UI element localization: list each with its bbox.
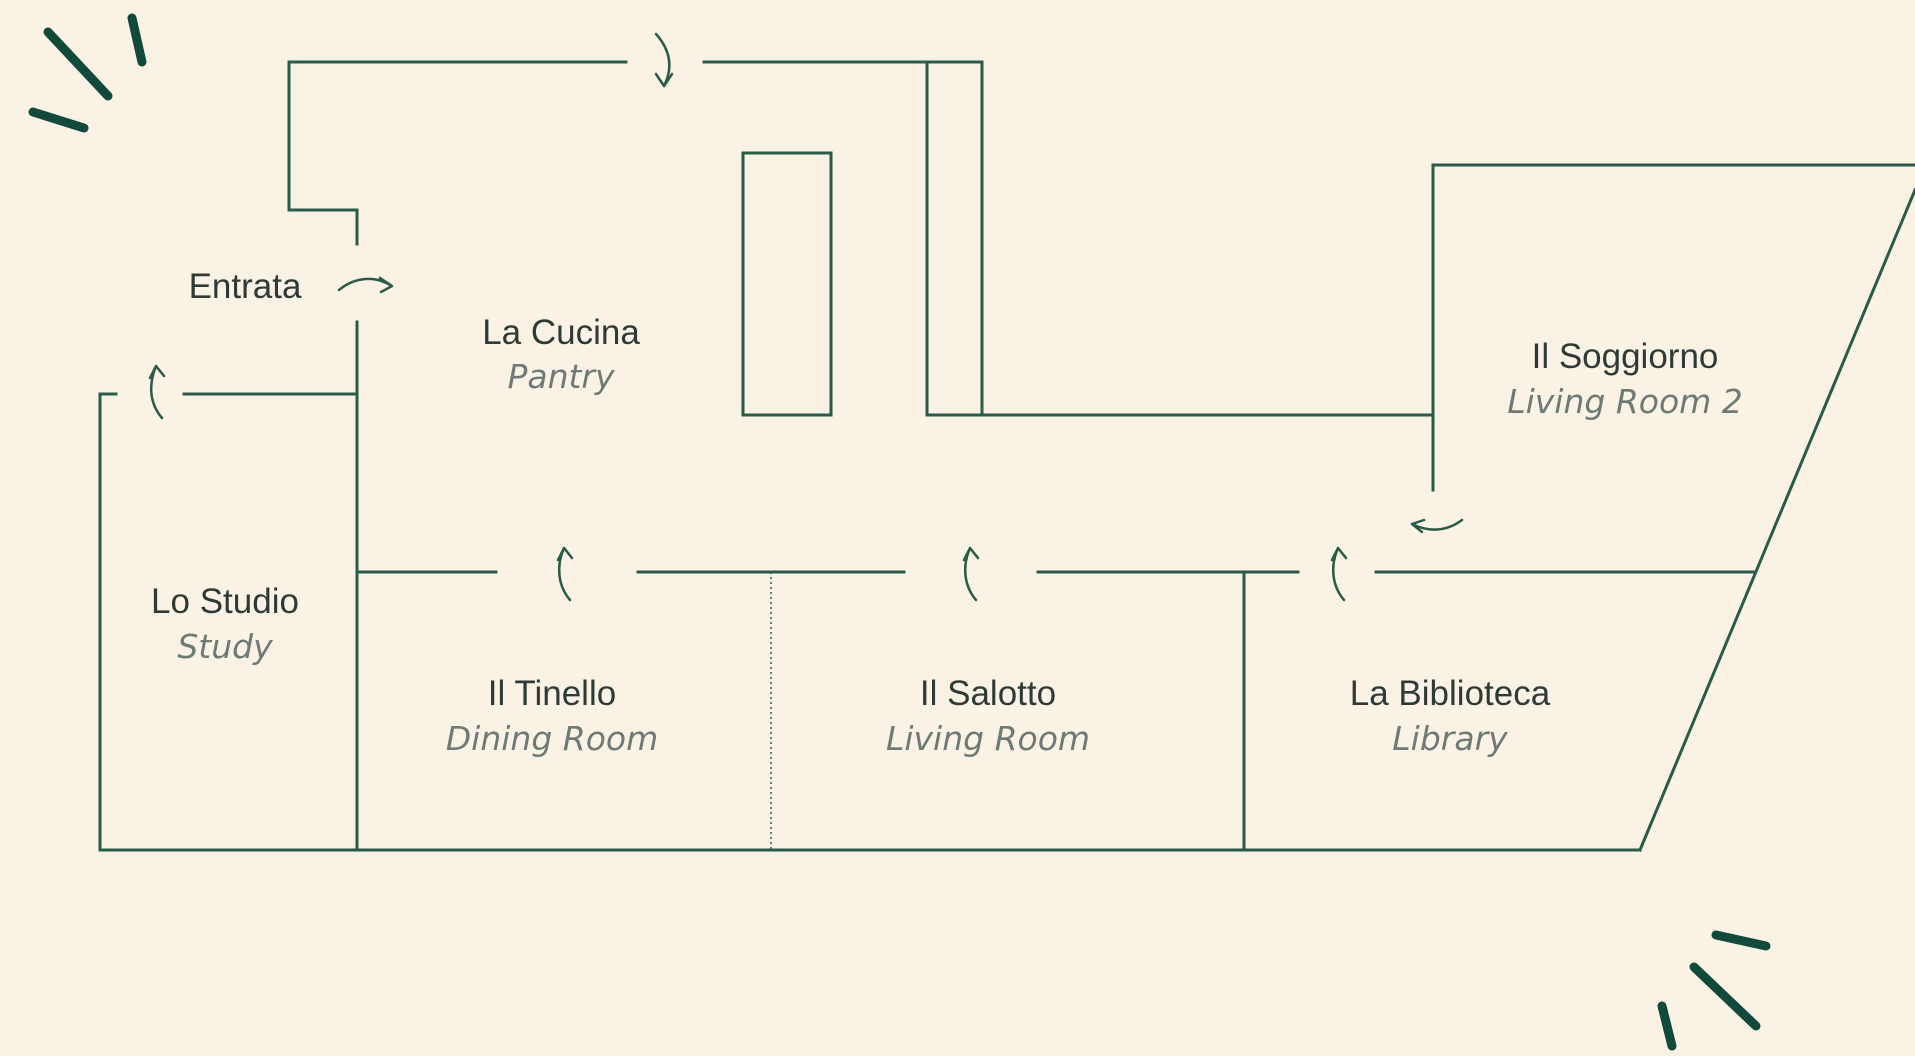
room-label-soggiorno: Il Soggiorno (1532, 337, 1719, 376)
room-sublabel-cucina: Pantry (507, 357, 615, 396)
room-sublabel-salotto: Living Room (886, 719, 1090, 758)
flourish-bottom-right (1657, 930, 1771, 1051)
door-arrow-soggiorno-icon (1410, 518, 1464, 534)
room-label-biblioteca: La Biblioteca (1350, 674, 1551, 713)
room-labels: Entrata La Cucina Pantry Il Soggiorno Li… (151, 267, 1743, 758)
room-label-studio: Lo Studio (151, 582, 299, 621)
room-label-salotto: Il Salotto (920, 674, 1056, 713)
room-label-cucina: La Cucina (482, 313, 640, 352)
room-label-entrata: Entrata (189, 267, 302, 306)
room-sublabel-studio: Study (177, 627, 273, 666)
door-arrow-study-icon (148, 364, 166, 420)
walls (98, 60, 1915, 852)
room-sublabel-soggiorno: Living Room 2 (1507, 382, 1743, 421)
door-arrow-entrata-icon (337, 276, 394, 294)
room-sublabel-tinello: Dining Room (446, 719, 658, 758)
door-arrow-library-icon (1330, 546, 1348, 602)
door-arrow-dining-icon (556, 546, 574, 602)
door-arrow-top-icon (654, 32, 674, 88)
flourish-top-left (28, 13, 147, 133)
room-label-tinello: Il Tinello (488, 674, 616, 713)
door-arrows (148, 32, 1464, 602)
door-arrow-living-icon (962, 546, 980, 602)
room-sublabel-biblioteca: Library (1392, 719, 1508, 758)
